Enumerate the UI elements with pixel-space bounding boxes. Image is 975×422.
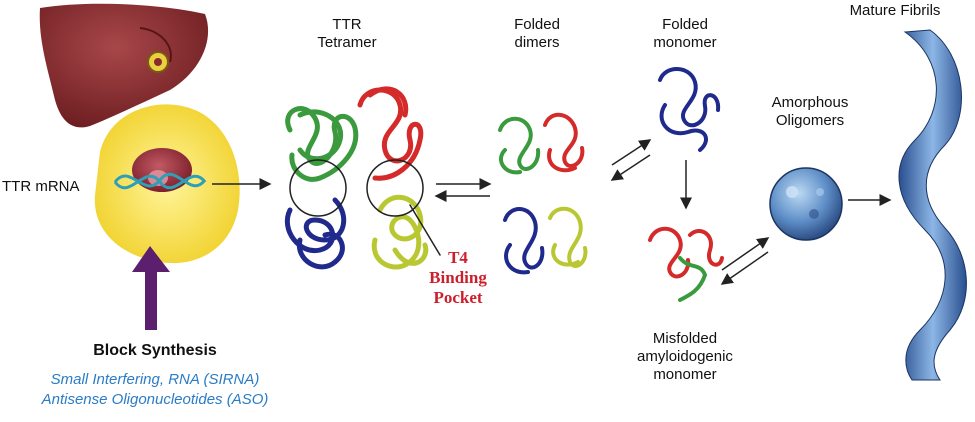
label-amorphous-oligomers-line2: Oligomers — [775, 112, 845, 129]
label-ttr-tetramer: TTR Tetramer — [312, 16, 382, 52]
label-folded-dimers-line2: dimers — [514, 34, 560, 51]
label-t4-line3: Pocket — [433, 288, 483, 307]
label-misfolded-line1: Misfolded — [652, 330, 718, 347]
label-misfolded-monomer: Misfolded amyloidogenic monomer — [620, 330, 750, 384]
liver-illustration — [39, 3, 209, 128]
label-misfolded-line2: amyloidogenic — [637, 348, 733, 365]
label-ttr-tetramer-line2: Tetramer — [317, 34, 377, 51]
label-mature-fibrils: Mature Fibrils — [849, 2, 941, 19]
label-therapy-sirna: Small Interfering, RNA (SIRNA) — [50, 371, 260, 388]
block-synthesis-arrow — [132, 246, 170, 330]
label-amorphous-oligomers-line1: Amorphous — [771, 94, 849, 111]
label-therapy-aso: Antisense Oligonucleotides (ASO) — [41, 391, 269, 408]
label-t4-line1: T4 — [448, 248, 468, 267]
mature-fibril — [898, 29, 967, 381]
label-folded-monomer-line1: Folded — [662, 16, 708, 33]
folded-monomer — [658, 67, 721, 152]
label-therapies: Small Interfering, RNA (SIRNA) Antisense… — [20, 370, 290, 410]
equilibrium-dimers-monomer — [610, 139, 652, 181]
label-misfolded-line3: monomer — [653, 366, 717, 383]
equilibrium-tetramer-dimers — [434, 178, 492, 202]
label-block-synthesis: Block Synthesis — [93, 342, 217, 359]
label-folded-monomer: Folded monomer — [640, 16, 730, 52]
folded-dimers — [498, 112, 588, 275]
label-folded-dimers: Folded dimers — [502, 16, 572, 52]
hepatocyte-cell — [94, 104, 240, 264]
ttr-tetramer — [284, 86, 441, 270]
equilibrium-monomer-oligomers — [720, 237, 770, 285]
amorphous-oligomer-sphere — [769, 167, 843, 241]
label-amorphous-oligomers: Amorphous Oligomers — [760, 94, 860, 130]
label-ttr-tetramer-line1: TTR — [332, 16, 362, 33]
label-t4-line2: Binding — [429, 268, 487, 287]
label-t4-binding-pocket: T4 Binding Pocket — [418, 248, 498, 308]
label-folded-dimers-line1: Folded — [514, 16, 560, 33]
misfolded-monomer — [648, 226, 724, 302]
label-folded-monomer-line2: monomer — [653, 34, 717, 51]
label-ttr-mrna: TTR mRNA — [2, 178, 80, 195]
